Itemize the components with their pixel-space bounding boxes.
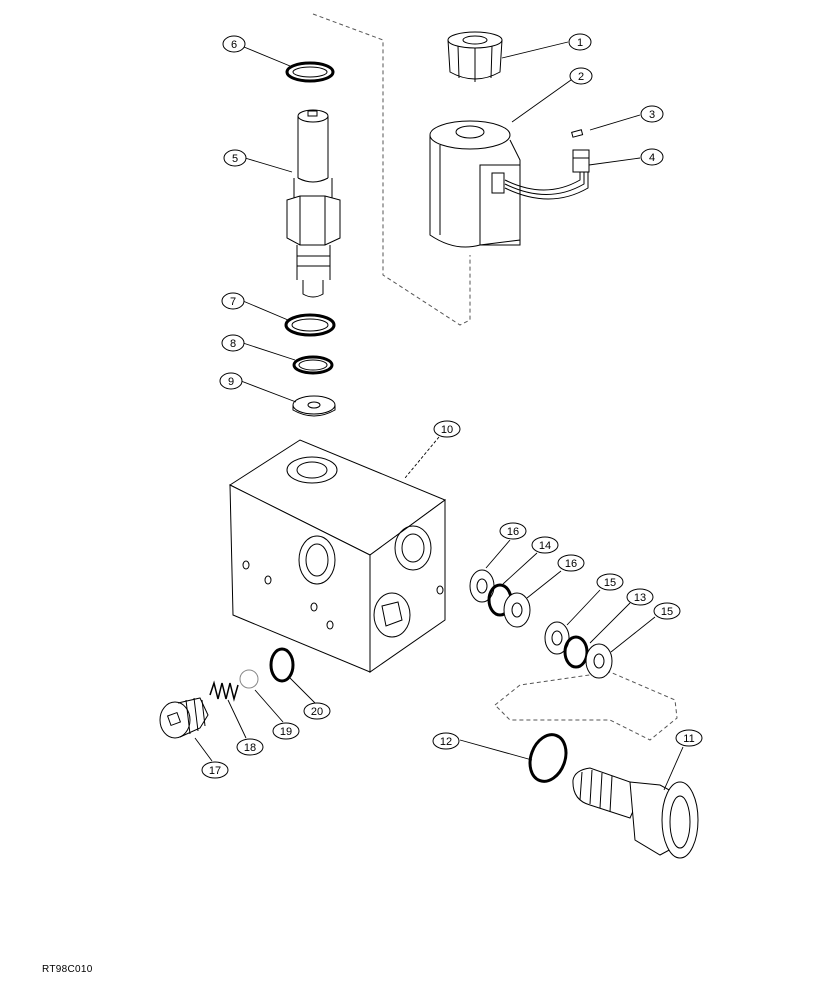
svg-text:10: 10 xyxy=(441,424,453,436)
part-spring xyxy=(210,683,238,699)
assembly-guide-upper xyxy=(312,13,471,326)
callout-2: 2 xyxy=(569,67,593,85)
callout-11: 11 xyxy=(675,729,703,747)
leader-lines xyxy=(194,41,684,791)
part-valve-block xyxy=(230,440,445,672)
svg-text:20: 20 xyxy=(311,706,323,718)
svg-text:7: 7 xyxy=(230,296,236,308)
part-ball xyxy=(240,670,258,688)
callout-3: 3 xyxy=(640,105,664,123)
callout-7: 7 xyxy=(221,292,245,310)
part-terminal xyxy=(572,130,583,137)
svg-text:16: 16 xyxy=(507,526,519,538)
svg-text:17: 17 xyxy=(209,765,221,777)
part-oring-top xyxy=(287,63,333,81)
part-oring-12 xyxy=(524,730,572,787)
part-washer-16b xyxy=(504,593,530,627)
part-washer-16a xyxy=(470,570,494,602)
svg-text:8: 8 xyxy=(230,338,236,350)
part-washer-15b xyxy=(586,644,612,678)
callout-6: 6 xyxy=(222,35,246,53)
callout-10: 10 xyxy=(433,420,461,438)
part-cartridge-valve xyxy=(573,768,698,858)
callout-14: 14 xyxy=(531,536,559,554)
svg-text:9: 9 xyxy=(228,376,234,388)
callout-16a: 16 xyxy=(499,522,527,540)
callout-8: 8 xyxy=(221,334,245,352)
part-oring-7 xyxy=(286,315,334,335)
callout-20: 20 xyxy=(303,702,331,720)
svg-text:15: 15 xyxy=(661,606,673,618)
svg-text:11: 11 xyxy=(683,733,694,745)
svg-text:14: 14 xyxy=(539,540,551,552)
svg-text:13: 13 xyxy=(634,592,646,604)
part-washer-15a xyxy=(545,622,569,654)
part-valve-stem xyxy=(287,110,340,297)
svg-text:12: 12 xyxy=(440,736,452,748)
callout-9: 9 xyxy=(219,372,243,390)
svg-text:15: 15 xyxy=(604,577,616,589)
part-plug xyxy=(160,698,208,738)
part-solenoid-coil xyxy=(430,121,520,247)
part-washer-9 xyxy=(293,396,335,416)
callout-16b: 16 xyxy=(557,554,585,572)
callout-4: 4 xyxy=(640,148,664,166)
part-oring-8 xyxy=(294,357,332,373)
callout-5: 5 xyxy=(223,149,247,167)
svg-text:1: 1 xyxy=(577,37,583,49)
callout-12: 12 xyxy=(432,732,460,750)
figure-reference-code: RT98C010 xyxy=(42,964,93,975)
svg-text:16: 16 xyxy=(565,558,577,570)
callout-13: 13 xyxy=(626,588,654,606)
svg-text:6: 6 xyxy=(231,39,237,51)
part-connector xyxy=(505,150,589,199)
callout-18: 18 xyxy=(236,738,264,756)
callout-1: 1 xyxy=(568,33,592,51)
svg-text:2: 2 xyxy=(578,71,584,83)
part-oring-13 xyxy=(565,637,587,667)
callout-15b: 15 xyxy=(653,602,681,620)
svg-text:4: 4 xyxy=(649,152,655,164)
part-nut xyxy=(448,32,502,82)
svg-text:19: 19 xyxy=(280,726,292,738)
callout-19: 19 xyxy=(272,722,300,740)
svg-text:18: 18 xyxy=(244,742,256,754)
part-oring-20 xyxy=(271,649,293,681)
callout-15a: 15 xyxy=(596,573,624,591)
assembly-guide-lower xyxy=(494,671,678,741)
svg-text:5: 5 xyxy=(232,153,238,165)
svg-text:3: 3 xyxy=(649,109,655,121)
callout-17: 17 xyxy=(201,761,229,779)
